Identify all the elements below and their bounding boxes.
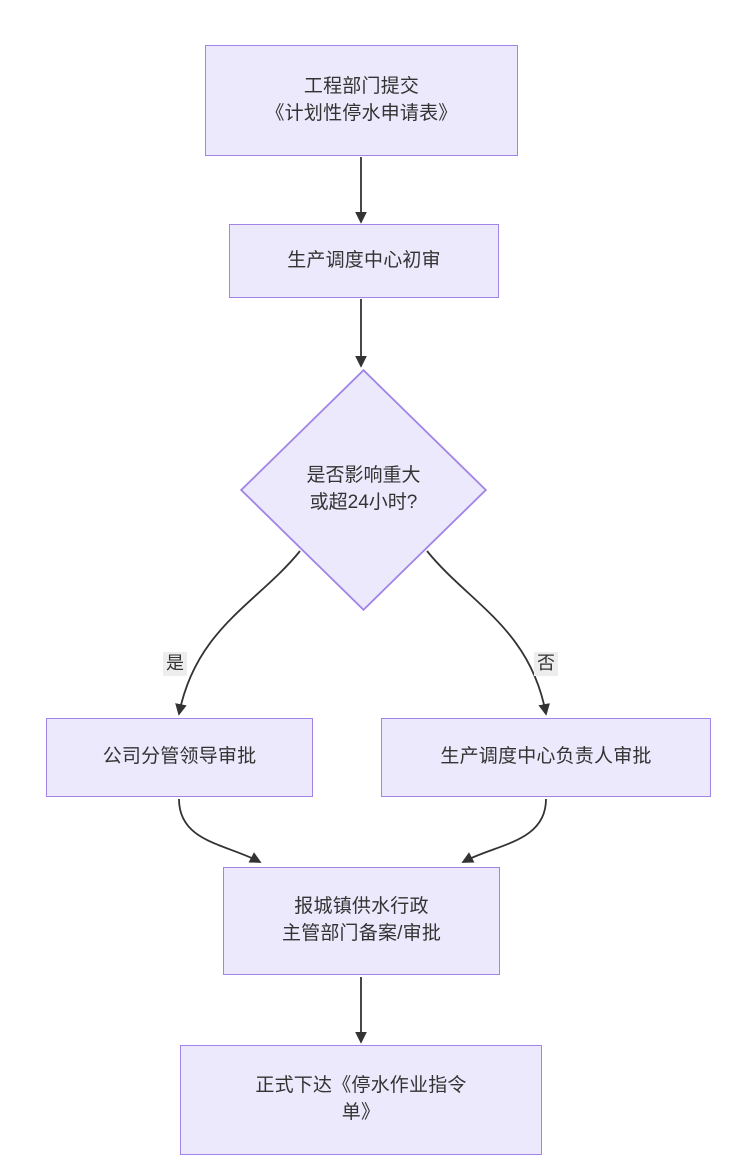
edge-label-yes: 是 — [163, 652, 187, 676]
edge-label-no: 否 — [534, 652, 558, 676]
edge-n4-n6 — [178, 798, 262, 863]
node-municipal-authority-filing[interactable]: 报城镇供水行政 主管部门备案/审批 — [223, 867, 500, 975]
node-label: 是否影响重大 或超24小时? — [306, 465, 421, 513]
edge-n3-n4 — [175, 550, 301, 716]
node-label: 生产调度中心负责人审批 — [440, 746, 652, 768]
node-label: 工程部门提交 《计划性停水申请表》 — [265, 75, 458, 124]
node-label: 生产调度中心初审 — [287, 249, 441, 271]
edge-n5-n6 — [461, 798, 547, 863]
node-company-leader-approval[interactable]: 公司分管领导审批 — [46, 718, 313, 797]
node-issue-shutdown-order[interactable]: 正式下达《停水作业指令 单》 — [180, 1045, 542, 1155]
diamond-shape — [240, 369, 487, 611]
node-dispatch-head-approval[interactable]: 生产调度中心负责人审批 — [381, 718, 711, 797]
node-submit-application[interactable]: 工程部门提交 《计划性停水申请表》 — [205, 45, 518, 156]
node-decision-major-impact[interactable]: 是否影响重大 或超24小时? — [240, 369, 487, 611]
node-label: 公司分管领导审批 — [102, 746, 257, 768]
node-label: 正式下达《停水作业指令 单》 — [255, 1075, 467, 1123]
edge-n3-n5 — [426, 550, 550, 716]
node-dispatch-center-review[interactable]: 生产调度中心初审 — [229, 224, 499, 298]
node-label: 报城镇供水行政 主管部门备案/审批 — [281, 896, 442, 944]
